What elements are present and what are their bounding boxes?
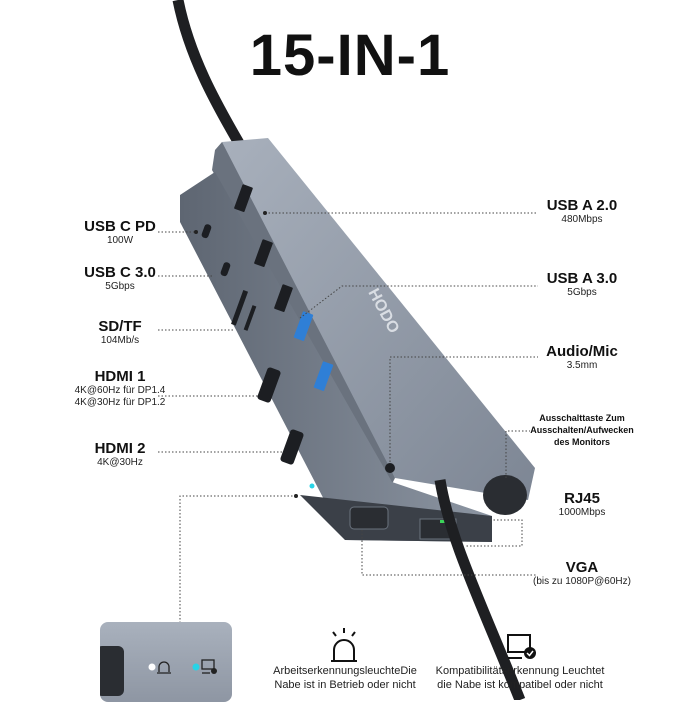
label-vga: VGA(bis zu 1080P@60Hz) xyxy=(533,559,631,587)
alarm-light-icon xyxy=(157,661,171,674)
usb-a-2-port-2 xyxy=(254,239,273,267)
upper-body-top xyxy=(222,138,535,500)
white-led xyxy=(148,663,156,671)
usb-c-pd-port xyxy=(201,224,212,239)
hdmi-2-port xyxy=(280,429,304,465)
usb-a-2-port-1 xyxy=(234,184,253,212)
monitor-check-icon xyxy=(201,659,217,674)
power-button xyxy=(483,475,527,515)
vga-port xyxy=(349,506,389,530)
tf-slot xyxy=(243,305,257,331)
audio-jack xyxy=(385,463,395,473)
hdmi-1-port xyxy=(257,367,281,403)
rj45-led xyxy=(440,520,446,523)
usb-a-3-port-1 xyxy=(293,311,314,341)
status-led xyxy=(309,483,315,489)
cyan-led xyxy=(192,663,200,671)
cable-top xyxy=(172,0,245,148)
indicator-closeup xyxy=(96,622,232,702)
usb-c-3-port xyxy=(220,262,231,277)
headline-title: 15-IN-1 xyxy=(249,23,451,88)
hdmi-port-closeup xyxy=(96,646,124,696)
usb-a-3-port-2 xyxy=(313,361,334,391)
usb-a-2-port-3 xyxy=(274,284,293,312)
sd-slot xyxy=(231,290,249,326)
